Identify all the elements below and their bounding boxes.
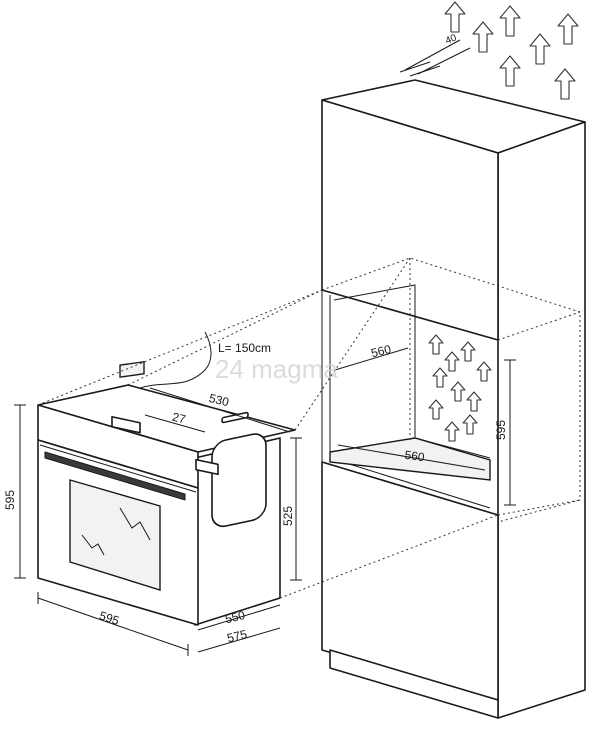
niche-shelf [329, 437, 491, 481]
oven-depth-top-label: 530 [208, 391, 231, 410]
cable-length-label: L= 150cm [218, 341, 271, 355]
oven-height-label: 595 [3, 490, 17, 510]
depth-outer-label: 575 [226, 627, 249, 646]
niche-depth-label: 560 [370, 342, 393, 361]
oven-width-label: 595 [98, 608, 122, 628]
cabinet-plinth [329, 649, 499, 719]
oven-connection-box [119, 360, 145, 378]
oven [14, 257, 499, 656]
oven-side-vent [211, 433, 267, 528]
oven-door-handle [44, 451, 186, 501]
front-panel-depth-label: 27 [171, 410, 188, 427]
niche-height-label: 595 [494, 420, 508, 440]
oven-window [69, 479, 161, 591]
side-height-label: 525 [281, 506, 295, 526]
power-cable [139, 331, 212, 389]
airflow-arrows-niche [428, 334, 492, 442]
depth-inner-label: 550 [224, 608, 247, 627]
cabinet-side-panel [497, 121, 586, 719]
watermark: 24 magma [215, 354, 338, 384]
tall-cabinet [321, 1, 586, 719]
niche-width-label: 560 [404, 448, 426, 465]
vent-gap-label: 40 [444, 32, 459, 47]
